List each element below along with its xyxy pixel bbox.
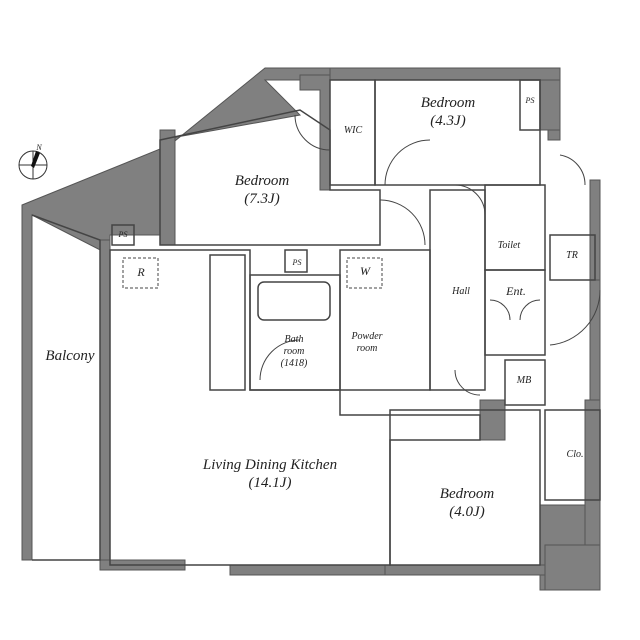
room-wic: WIC	[343, 125, 363, 136]
room-bedroom-north: Bedroom (4.3J)	[420, 95, 476, 129]
room-bedroom-main: Bedroom (7.3J)	[234, 173, 290, 207]
ps-west: PS	[118, 230, 128, 240]
room-hall: Hall	[452, 286, 470, 297]
washer-space: W	[360, 263, 370, 278]
room-bath: Bath room (1418)	[280, 334, 308, 369]
ps-north: PS	[525, 96, 535, 106]
room-bedroom-south: Bedroom (4.0J)	[439, 486, 495, 520]
refrigerator-space: R	[137, 264, 145, 279]
compass-north-label: N	[36, 143, 42, 153]
compass-icon	[18, 150, 48, 180]
ps-bath: PS	[292, 258, 302, 268]
wall-northwest	[21, 67, 331, 561]
room-powder: Powder room	[351, 331, 383, 354]
room-toilet: Toilet	[497, 240, 521, 251]
room-ldk: Living Dining Kitchen (14.1J)	[202, 457, 338, 491]
room-closet: Clo.	[566, 449, 584, 460]
room-balcony: Balcony	[45, 348, 95, 364]
room-mb: MB	[516, 375, 532, 386]
room-entrance: Ent.	[506, 283, 526, 298]
room-tr: TR	[566, 250, 578, 261]
